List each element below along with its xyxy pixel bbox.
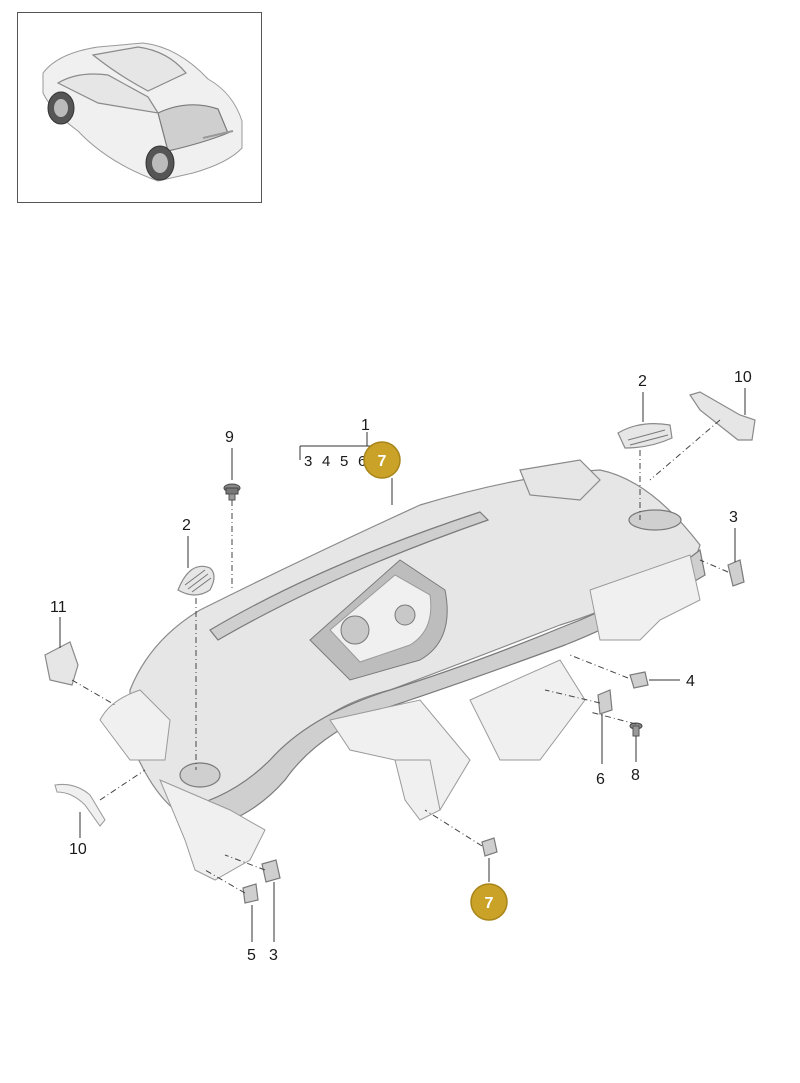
badge-7-top: 7 xyxy=(363,441,401,479)
callout-11: 11 xyxy=(50,599,67,616)
screw-part-9 xyxy=(223,483,241,501)
vehicle-thumbnail xyxy=(42,42,243,182)
callout-2-left: 2 xyxy=(182,517,191,534)
clip-part-3-bottom xyxy=(261,859,281,883)
subgroup-item-3: 3 xyxy=(304,453,312,470)
callout-3-bottom: 3 xyxy=(269,947,278,964)
screw-part-8 xyxy=(629,722,643,737)
clip-part-3-right xyxy=(727,559,745,587)
callout-4: 4 xyxy=(686,673,695,690)
subgroup-item-4: 4 xyxy=(322,453,330,470)
trim-part-10-right xyxy=(689,391,756,441)
callout-10-bottom: 10 xyxy=(69,841,87,858)
callout-3-right: 3 xyxy=(729,509,738,526)
clip-part-5 xyxy=(242,883,259,904)
clip-part-6 xyxy=(597,689,613,715)
callout-6: 6 xyxy=(596,771,605,788)
badge-7-bottom: 7 xyxy=(470,883,508,921)
clip-part-7 xyxy=(481,837,498,857)
subgroup-item-6: 6 xyxy=(358,453,366,470)
clip-part-4 xyxy=(629,671,649,689)
badge-7-top-label: 7 xyxy=(378,453,387,470)
subgroup-item-5: 5 xyxy=(340,453,348,470)
badge-7-bottom-label: 7 xyxy=(485,895,494,912)
vehicle-inset-frame xyxy=(17,12,262,203)
callout-10-top: 10 xyxy=(734,369,752,386)
callout-8: 8 xyxy=(631,767,640,784)
end-piece-part-11 xyxy=(44,641,79,686)
assembly-lines xyxy=(71,419,729,894)
vent-part-2-left xyxy=(177,565,215,596)
dashboard-carrier xyxy=(99,459,706,881)
leader-lines xyxy=(59,388,746,942)
callout-2-right: 2 xyxy=(638,373,647,390)
callout-9: 9 xyxy=(225,429,234,446)
callout-1: 1 xyxy=(361,417,370,434)
callout-5: 5 xyxy=(247,947,256,964)
trim-part-10-left xyxy=(54,784,106,827)
vent-part-2-right xyxy=(617,423,673,449)
